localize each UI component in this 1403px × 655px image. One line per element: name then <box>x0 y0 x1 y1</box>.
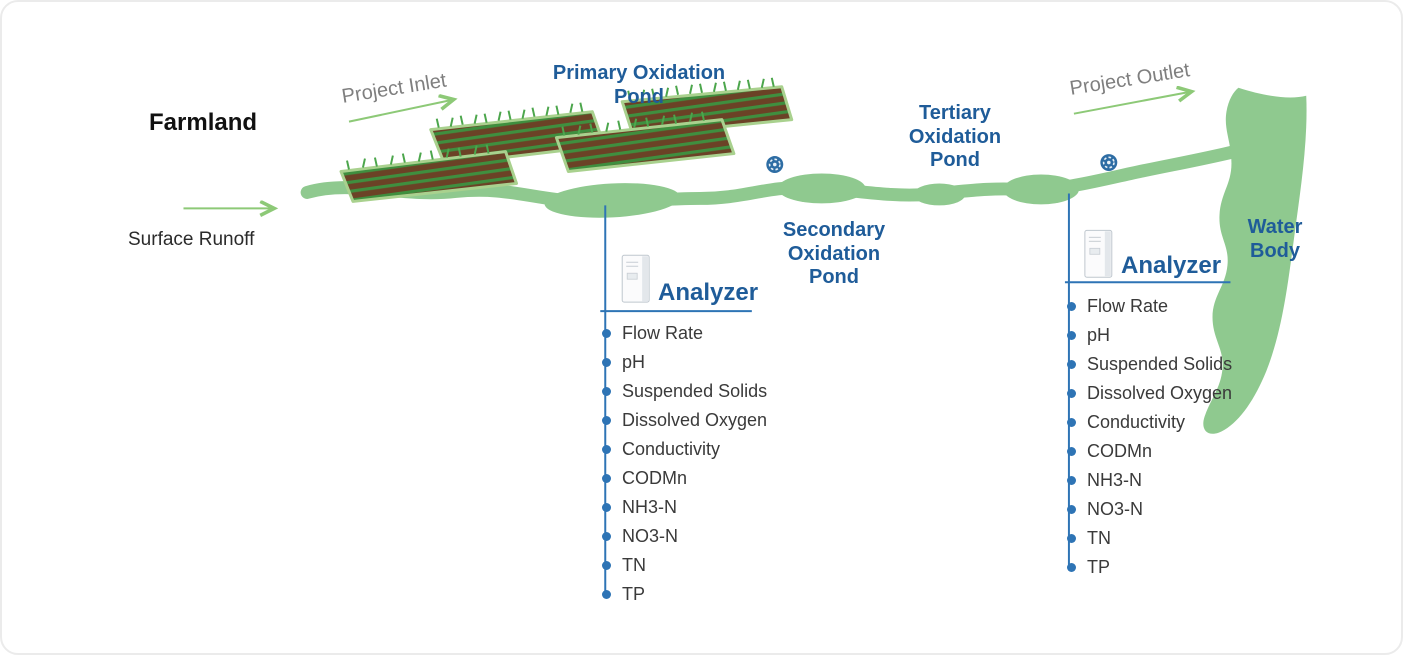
bullet-icon <box>1067 505 1076 514</box>
parameter-label: Conductivity <box>622 439 721 459</box>
parameter-label: TN <box>622 555 646 575</box>
pond-mid-shape <box>913 183 966 206</box>
water-body-label: Water Body <box>1247 216 1303 262</box>
bullet-icon <box>1067 476 1076 485</box>
parameter-item: NH3-N <box>602 493 767 522</box>
parameter-label: CODMn <box>622 468 688 488</box>
analyzer-right-label: Analyzer <box>1121 252 1222 279</box>
parameter-item: Suspended Solids <box>1067 350 1232 379</box>
bullet-icon <box>602 445 611 454</box>
parameter-item: Dissolved Oxygen <box>602 406 767 435</box>
parameter-item: TN <box>1067 524 1232 553</box>
bullet-icon <box>1067 418 1076 427</box>
bullet-icon <box>602 358 611 367</box>
parameter-label: TP <box>622 584 646 604</box>
parameter-item: Dissolved Oxygen <box>1067 379 1232 408</box>
bullet-icon <box>602 329 611 338</box>
parameter-label: NO3-N <box>1087 499 1144 519</box>
bullet-icon <box>602 532 611 541</box>
parameter-item: Flow Rate <box>602 319 767 348</box>
bullet-icon <box>602 590 611 599</box>
field-plot <box>620 85 794 138</box>
bullet-icon <box>602 474 611 483</box>
analyzer-right-parameters: Flow Rate pH Suspended Solids Dissolved … <box>1067 292 1232 582</box>
field-plot <box>339 150 519 203</box>
farmland-plots <box>339 85 794 203</box>
sensor-icon <box>1100 154 1118 172</box>
analyzer-cabinet-icon <box>1084 229 1113 278</box>
parameter-item: pH <box>602 348 767 377</box>
bullet-icon <box>602 561 611 570</box>
sensor-icon <box>766 156 784 174</box>
parameter-item: pH <box>1067 321 1232 350</box>
parameter-item: TP <box>1067 553 1232 582</box>
bullet-icon <box>1067 447 1076 456</box>
field-plot <box>554 118 736 174</box>
parameter-label: TN <box>1087 528 1111 548</box>
analyzer-left-line <box>600 205 752 593</box>
parameter-item: NH3-N <box>1067 466 1232 495</box>
grass-tufts-icon <box>346 77 775 170</box>
outlet-arrow-icon <box>1073 92 1191 115</box>
primary-pond-label: Primary Oxidation Pond <box>552 62 726 108</box>
parameter-item: Conductivity <box>1067 408 1232 437</box>
bullet-icon <box>602 416 611 425</box>
bullet-icon <box>1067 302 1076 311</box>
parameter-item: Conductivity <box>602 435 767 464</box>
bullet-icon <box>1067 534 1076 543</box>
parameter-item: CODMn <box>1067 437 1232 466</box>
bullet-icon <box>602 387 611 396</box>
analyzer-left-parameters: Flow Rate pH Suspended Solids Dissolved … <box>602 319 767 609</box>
surface-runoff-label: Surface Runoff <box>128 229 255 250</box>
parameter-label: Flow Rate <box>622 323 704 343</box>
parameter-label: Suspended Solids <box>622 381 768 401</box>
parameter-item: CODMn <box>602 464 767 493</box>
parameter-item: TP <box>602 580 767 609</box>
bullet-icon <box>1067 360 1076 369</box>
bullet-icon <box>602 503 611 512</box>
parameter-label: pH <box>1087 325 1111 345</box>
parameter-item: Flow Rate <box>1067 292 1232 321</box>
parameter-label: Conductivity <box>1087 412 1186 432</box>
bullet-icon <box>1067 389 1076 398</box>
parameter-label: NO3-N <box>622 526 679 546</box>
analyzer-cabinet-icon <box>621 254 650 303</box>
pond-secondary-shape <box>777 173 866 204</box>
inlet-arrow-icon <box>348 100 453 123</box>
parameter-label: Flow Rate <box>1087 296 1169 316</box>
tertiary-pond-label: Tertiary Oxidation Pond <box>908 102 1002 172</box>
parameter-item: Suspended Solids <box>602 377 767 406</box>
parameter-item: NO3-N <box>602 522 767 551</box>
parameter-label: Suspended Solids <box>1087 354 1233 374</box>
parameter-label: Dissolved Oxygen <box>622 410 768 430</box>
parameter-label: Dissolved Oxygen <box>1087 383 1233 403</box>
parameter-label: pH <box>622 352 646 372</box>
bullet-icon <box>1067 331 1076 340</box>
pond-primary-shape <box>544 183 680 218</box>
parameter-item: TN <box>602 551 767 580</box>
secondary-pond-label: Secondary Oxidation Pond <box>782 219 886 289</box>
parameter-item: NO3-N <box>1067 495 1232 524</box>
pond-tertiary-shape <box>1003 174 1079 205</box>
analyzer-left-label: Analyzer <box>658 279 759 306</box>
parameter-label: NH3-N <box>622 497 678 517</box>
analyzer-right-line <box>1064 193 1231 567</box>
bullet-icon <box>1067 563 1076 572</box>
parameter-label: NH3-N <box>1087 470 1143 490</box>
farmland-label: Farmland <box>149 109 258 136</box>
water-body-shape <box>1203 87 1307 434</box>
parameter-label: CODMn <box>1087 441 1153 461</box>
parameter-label: TP <box>1087 557 1111 577</box>
